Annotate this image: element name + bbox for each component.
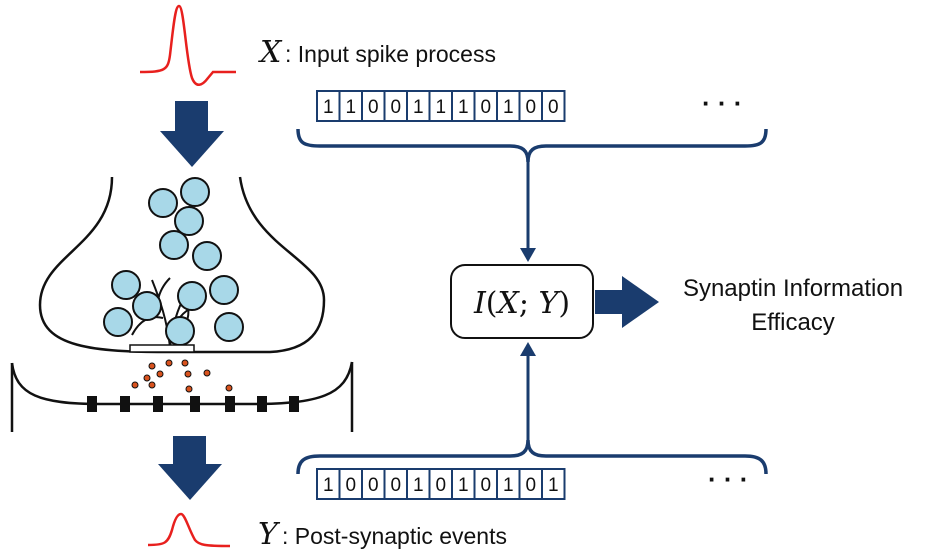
output-bit-value: 0 xyxy=(390,475,401,496)
input-bit-value: 1 xyxy=(435,97,446,118)
output-event-waveform xyxy=(147,512,231,548)
input-spike-waveform xyxy=(139,4,236,86)
output-ellipsis: · · · xyxy=(708,464,748,494)
input-bracket xyxy=(296,128,768,163)
vesicles xyxy=(103,177,244,346)
output-bit-value: 1 xyxy=(413,475,424,496)
input-connector-arrow-icon xyxy=(520,248,536,262)
output-bit-value: 0 xyxy=(525,475,536,496)
input-bit-value: 1 xyxy=(345,97,356,118)
input-bit-value: 0 xyxy=(548,97,559,118)
receptors xyxy=(87,396,299,412)
output-symbol: Y xyxy=(258,517,281,552)
input-bit-value: 0 xyxy=(525,97,536,118)
output-bit-value: 0 xyxy=(480,475,491,496)
neurotransmitters xyxy=(131,359,233,393)
down-arrow-bottom-icon xyxy=(158,436,222,500)
release-site xyxy=(129,344,195,353)
input-symbol: X xyxy=(258,35,283,70)
down-arrow-top-icon xyxy=(160,101,224,167)
input-label: : Input spike process xyxy=(285,41,496,67)
input-bit-value: 1 xyxy=(458,97,469,118)
mutual-information-formula: I(X; Y) xyxy=(473,286,570,321)
mutual-information-box xyxy=(450,264,594,339)
output-bit-value: 0 xyxy=(368,475,379,496)
output-bit-cell xyxy=(541,468,566,500)
output-bit-value: 0 xyxy=(435,475,446,496)
output-connector-arrow-icon xyxy=(520,342,536,356)
output-bit-value: 1 xyxy=(458,475,469,496)
input-bit-value: 1 xyxy=(413,97,424,118)
input-ellipsis: · · · xyxy=(702,88,742,118)
input-bit-cell xyxy=(541,90,566,122)
input-bit-value: 0 xyxy=(390,97,401,118)
postsynaptic-membrane xyxy=(10,361,354,406)
right-arrow-icon xyxy=(595,276,659,328)
input-bit-value: 0 xyxy=(368,97,379,118)
output-bit-value: 1 xyxy=(548,475,559,496)
output-bracket xyxy=(296,439,768,475)
output-label: : Post-synaptic events xyxy=(282,523,507,549)
output-bit-value: 1 xyxy=(323,475,334,496)
input-bit-value: 1 xyxy=(503,97,514,118)
result-label-line1: Synaptin Information xyxy=(683,275,903,302)
output-bit-value: 1 xyxy=(503,475,514,496)
input-bit-value: 1 xyxy=(323,97,334,118)
result-label-line2: Efficacy xyxy=(751,309,835,336)
input-bit-value: 0 xyxy=(480,97,491,118)
output-bit-value: 0 xyxy=(345,475,356,496)
